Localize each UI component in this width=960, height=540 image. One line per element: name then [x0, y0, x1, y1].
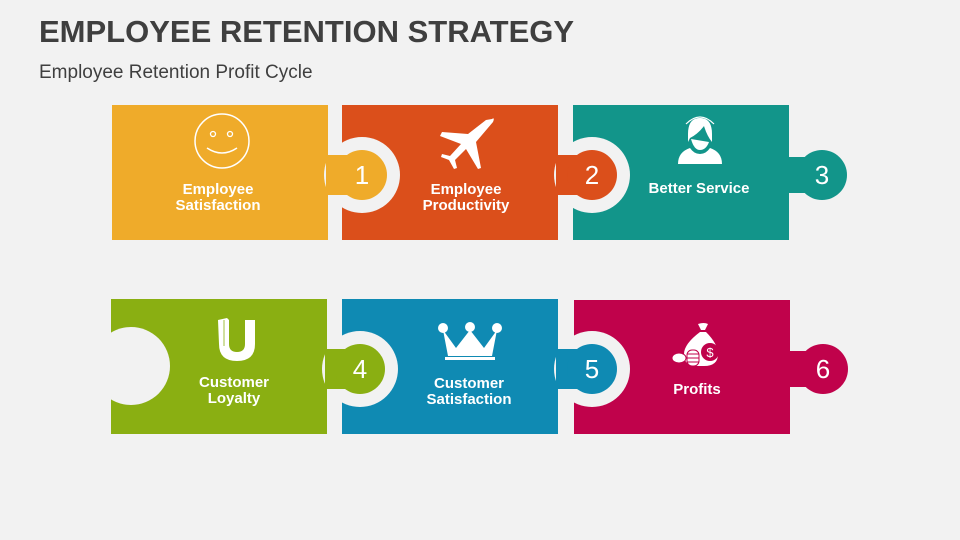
page-title: EMPLOYEE RETENTION STRATEGY: [39, 14, 575, 49]
step-label-2: Employee Productivity: [422, 181, 510, 214]
money-bag-icon: $: [671, 323, 719, 367]
magnet-icon: [218, 318, 255, 361]
svg-text:$: $: [706, 345, 714, 360]
airplane-icon: [440, 118, 494, 169]
step-label-1: Employee Satisfaction: [175, 181, 261, 214]
step-number-5: 5: [567, 344, 617, 394]
crown-icon: [438, 322, 502, 360]
notch-mask: [90, 320, 111, 412]
puzzle-block-1: [112, 105, 328, 240]
step-label-4: Customer Loyalty: [198, 374, 269, 407]
step-label-6: Profits: [673, 381, 721, 398]
step-label-5: Customer Satisfaction: [426, 375, 512, 408]
step-number-1: 1: [337, 150, 387, 200]
support-agent-icon: [678, 116, 722, 164]
smiley-icon: [194, 113, 250, 169]
step-number-4: 4: [335, 344, 385, 394]
step-label-3: Better Service: [648, 180, 750, 197]
step-number-3: 3: [797, 150, 847, 200]
step-number-2: 2: [567, 150, 617, 200]
step-number-6: 6: [798, 344, 848, 394]
page-subtitle: Employee Retention Profit Cycle: [39, 62, 313, 83]
